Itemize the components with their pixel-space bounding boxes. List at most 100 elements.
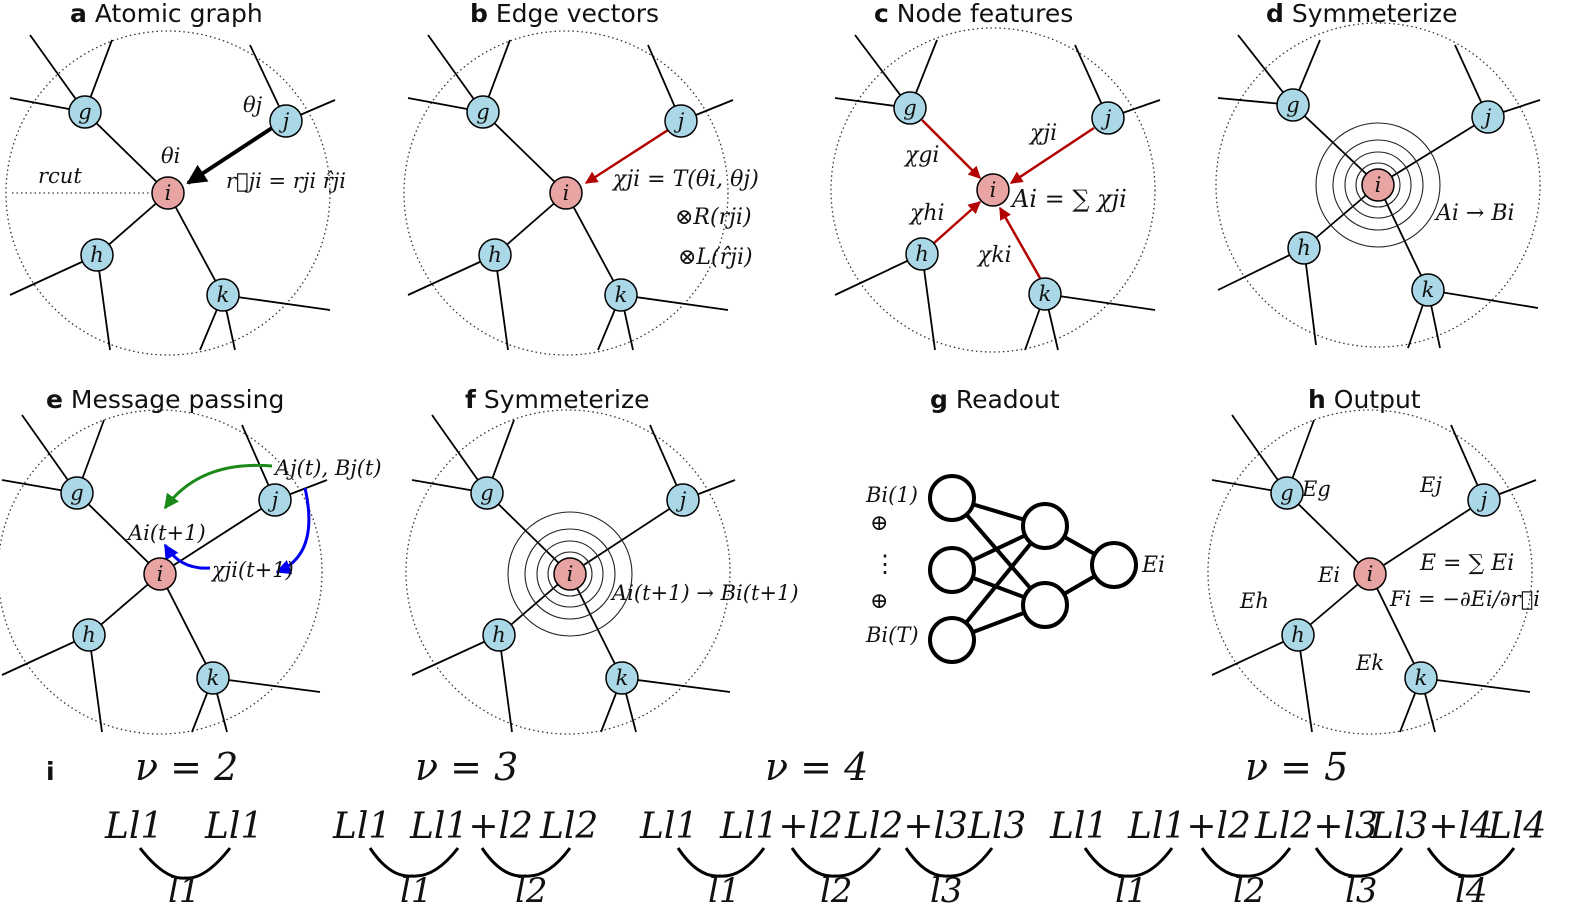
node-h: h — [482, 618, 516, 652]
svg-text:k: k — [207, 666, 220, 690]
svg-text:i: i — [1375, 173, 1382, 197]
l-label: l2 — [1233, 871, 1266, 911]
L-term: Ll2+l3 — [1254, 806, 1378, 847]
neural-network — [928, 474, 1138, 664]
svg-text:g: g — [476, 100, 489, 124]
nu-label: ν = 3 — [415, 745, 518, 789]
svg-text:i: i — [165, 181, 172, 205]
panel-g: g Readout Bi(1) ⊕ ⋮ ⊕ Bi(T) Ei — [865, 385, 1165, 664]
label-A-to-B-t1: Ai(t+1) → Bi(t+1) — [610, 581, 799, 605]
label-sum-Ai: Ai = ∑ χji — [1010, 185, 1127, 213]
svg-text:k: k — [615, 283, 628, 307]
panel-f: f Symmeterize g j h k i A — [405, 385, 799, 735]
node-k: k — [604, 278, 638, 312]
label-B1: Bi(1) — [865, 483, 918, 507]
node-j: j — [1471, 100, 1505, 134]
label-chi-l: ⊗L(r̂ji) — [678, 245, 753, 270]
l-label: l1 — [400, 871, 433, 911]
label-Eg: Eg — [1301, 477, 1331, 501]
label-chi-gi: χgi — [903, 143, 939, 168]
panel-f-title: f Symmeterize — [465, 385, 650, 414]
panel-a: a Atomic graph g j h k i θj θi rcut r⃗ji… — [5, 0, 346, 356]
svg-text:j: j — [1481, 105, 1492, 129]
panel-b-title: b Edge vectors — [470, 0, 659, 28]
coupling-brace — [676, 847, 766, 878]
svg-text:g: g — [480, 481, 493, 505]
coupling-brace — [904, 847, 994, 878]
panel-i-letter: i — [46, 757, 55, 786]
svg-text:k: k — [1039, 282, 1052, 306]
label-BT: Bi(T) — [865, 623, 919, 647]
node-j: j — [664, 104, 698, 138]
L-term: Ll2+l3 — [844, 806, 968, 847]
coupling-brace — [138, 847, 232, 880]
l-label: l1 — [1115, 871, 1148, 911]
svg-text:i: i — [567, 562, 574, 586]
node-h: h — [72, 618, 106, 652]
message-arrow-h — [933, 201, 981, 244]
label-Eh: Eh — [1239, 589, 1269, 613]
label-force: Fi = −∂Ei/∂r⃗i — [1389, 587, 1540, 611]
node-i: i — [553, 557, 587, 591]
l-label: l3 — [930, 871, 963, 911]
node-i: i — [549, 176, 583, 210]
svg-text:h: h — [492, 623, 506, 647]
symmetrization-rings — [1315, 122, 1441, 248]
label-vdots: ⋮ — [873, 550, 897, 578]
panel-i: i ν = 2 Ll1 Ll1 l1 ν = 3 Ll1 Ll1+l2 Ll2 … — [46, 745, 1546, 911]
coupling-nu4: ν = 4 Ll1 Ll1+l2 Ll2+l3 Ll3 l1 l2 l3 — [639, 745, 1026, 911]
panel-d-title: d Symmeterize — [1266, 0, 1458, 28]
node-g: g — [470, 476, 504, 510]
panel-c: c Node features g j h k i χgi χji χhi χk… — [830, 0, 1161, 353]
message-arrow-k — [998, 206, 1042, 279]
message-arrow-g — [921, 119, 981, 179]
L-term: Ll3+l4 — [1369, 806, 1493, 847]
coupling-nu5: ν = 5 Ll1 Ll1+l2 Ll2+l3 Ll3+l4 Ll4 l1 l2… — [1049, 745, 1546, 911]
label-Ai-t1: Ai(t+1) — [126, 521, 206, 545]
svg-text:j: j — [268, 488, 279, 512]
label-A-to-B: Ai → Bi — [1434, 201, 1515, 226]
label-Ej: Ej — [1419, 473, 1442, 497]
svg-text:k: k — [217, 283, 230, 307]
coupling-brace — [1083, 847, 1174, 878]
svg-text:g: g — [1286, 93, 1299, 117]
edge-vector-arrow — [186, 126, 274, 185]
node-h: h — [905, 237, 939, 271]
node-i: i — [143, 557, 177, 591]
node-j: j — [269, 104, 303, 138]
coupling-nu3: ν = 3 Ll1 Ll1+l2 Ll2 l1 l2 — [332, 745, 598, 911]
coupling-brace — [1200, 847, 1292, 878]
label-chi-ji: χji — [1028, 121, 1057, 146]
node-k: k — [605, 661, 639, 695]
label-chi-ki: χki — [976, 243, 1012, 268]
label-chi-t1: χji(t+1) — [210, 558, 294, 582]
label-Ei-out: Ei — [1141, 553, 1165, 578]
nu-label: ν = 4 — [765, 745, 868, 789]
label-Ek: Ek — [1355, 651, 1384, 675]
graph-edges — [834, 34, 1161, 351]
label-Ei: Ei — [1317, 563, 1340, 587]
update-arrow-green — [163, 463, 273, 510]
svg-text:j: j — [676, 488, 687, 512]
symmetrization-rings — [507, 511, 633, 637]
l-label: l1 — [708, 871, 741, 911]
node-j: j — [666, 483, 700, 517]
svg-text:h: h — [488, 243, 502, 267]
svg-text:g: g — [1280, 481, 1293, 505]
node-i: i — [151, 176, 185, 210]
L-term: Ll3 — [967, 806, 1026, 847]
L-term: Ll1 — [639, 806, 698, 847]
L-term: Ll1+l2 — [1127, 806, 1251, 847]
node-k: k — [1411, 273, 1445, 307]
coupling-brace — [480, 847, 572, 878]
node-j: j — [1467, 483, 1501, 517]
L-term: Ll1 — [104, 806, 163, 847]
L-term: Ll1 — [332, 806, 391, 847]
node-h: h — [80, 238, 114, 272]
label-oplus-1: ⊕ — [870, 511, 888, 536]
l-label: l1 — [168, 871, 201, 911]
svg-text:g: g — [78, 100, 91, 124]
edge-vector-arrow — [584, 128, 669, 185]
panel-g-title: g Readout — [930, 385, 1060, 414]
